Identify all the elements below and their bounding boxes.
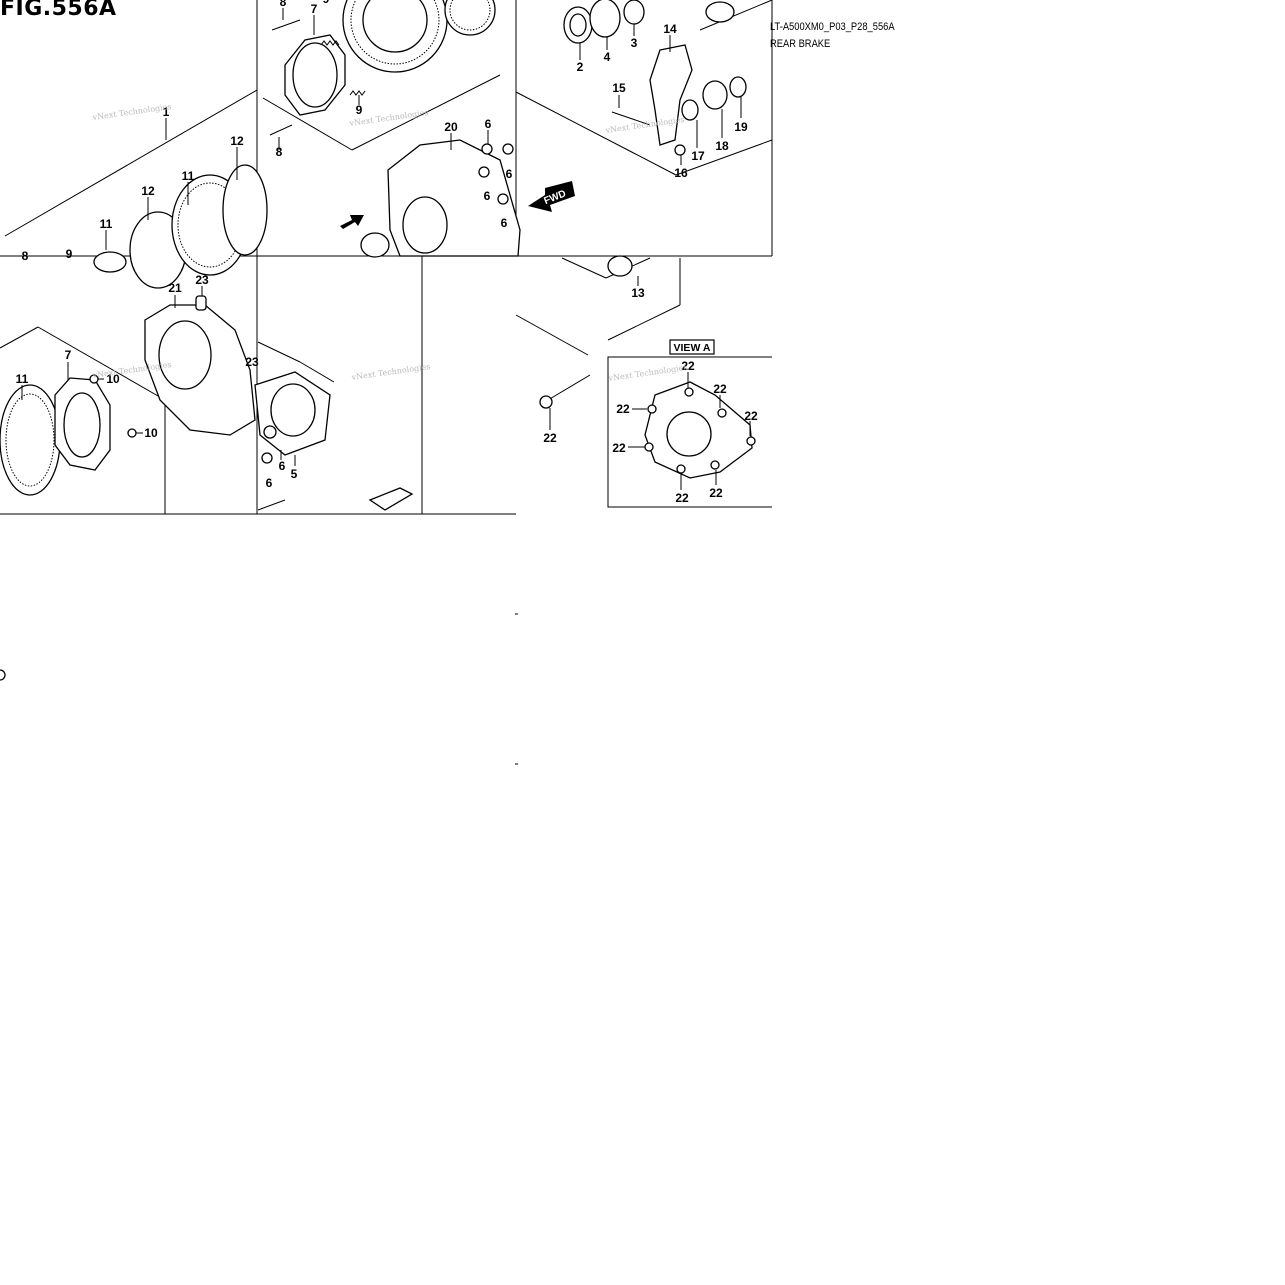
- callout-16: 16: [674, 166, 688, 180]
- callout-8: 8: [280, 0, 287, 9]
- callout-19: 19: [734, 120, 748, 134]
- callout-13: 13: [631, 286, 645, 300]
- callout-10: 10: [144, 426, 158, 440]
- callout-10: 10: [106, 372, 120, 386]
- callout-18: 18: [715, 139, 729, 153]
- figure-name: REAR BRAKE: [770, 38, 831, 50]
- callout-4: 4: [604, 50, 611, 64]
- callout-17: 17: [691, 149, 705, 163]
- callout-22: 22: [616, 402, 630, 416]
- callout-6: 6: [484, 189, 491, 203]
- callout-6: 6: [501, 216, 508, 230]
- callout-11: 11: [16, 372, 29, 386]
- callout-15: 15: [612, 81, 626, 95]
- callout-11: 11: [100, 217, 113, 231]
- callout-6: 6: [279, 459, 286, 473]
- callout-12: 12: [141, 184, 155, 198]
- callout-8: 8: [276, 145, 283, 159]
- callout-3: 3: [631, 36, 638, 50]
- view-a-label: VIEW A: [674, 342, 711, 354]
- callout-22: 22: [675, 491, 689, 505]
- callout-6: 6: [485, 117, 492, 131]
- watermark: vNext Technologies: [350, 362, 431, 382]
- callout-12: 12: [230, 134, 244, 148]
- view-a-box: VIEW A: [607, 339, 772, 508]
- callout-23: 23: [195, 273, 209, 287]
- callout-22: 22: [543, 431, 557, 445]
- callout-20: 20: [444, 120, 458, 134]
- callout-6: 6: [506, 167, 513, 181]
- callout-9: 9: [323, 0, 330, 6]
- callout-22: 22: [612, 441, 626, 455]
- figure-title: FIG.556A: [0, 0, 117, 21]
- watermark: vNext Technologies: [607, 363, 688, 383]
- callout-9: 9: [356, 103, 363, 117]
- callout-1: 1: [163, 105, 170, 119]
- callout-11: 11: [182, 169, 195, 183]
- callout-2: 2: [577, 60, 584, 74]
- callout-21: 21: [168, 281, 182, 295]
- callout-8: 8: [22, 249, 29, 263]
- callout-7: 7: [311, 2, 318, 16]
- callout-7: 7: [65, 348, 72, 362]
- callout-22: 22: [744, 409, 758, 423]
- callout-22: 22: [709, 486, 723, 500]
- callout-22: 22: [681, 359, 695, 373]
- callout-23: 23: [245, 355, 259, 369]
- callout-22: 22: [713, 382, 727, 396]
- part-shapes: FWD: [0, 0, 747, 681]
- figure-code: LT-A500XM0_P03_P28_556A: [770, 21, 895, 33]
- callout-5: 5: [291, 467, 298, 481]
- panel-frames: [0, 0, 773, 765]
- callout-14: 14: [663, 22, 677, 36]
- callout-numbers: 1 12 12 11 11 9 8 8 7 9 9 8 20 6 6 6 6 2…: [16, 0, 758, 505]
- watermark: vNext Technologies: [91, 102, 172, 122]
- callout-9: 9: [66, 247, 73, 261]
- leader-lines: [21, 8, 751, 490]
- callout-6: 6: [266, 476, 273, 490]
